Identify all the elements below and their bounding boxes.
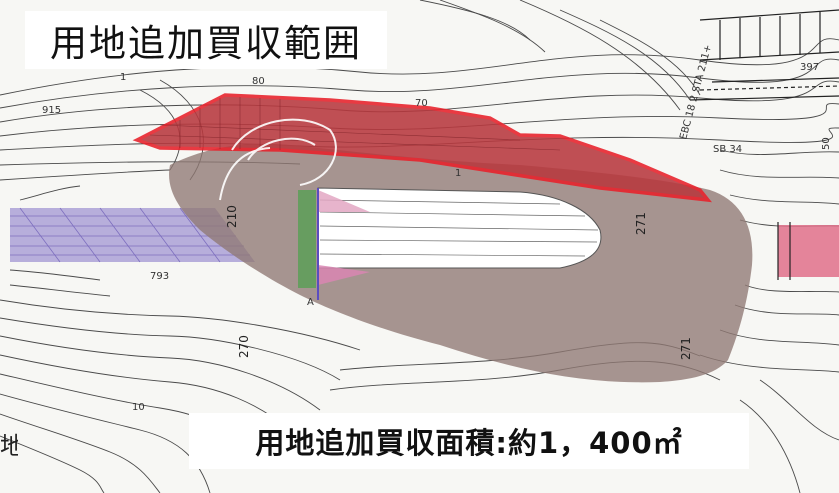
label-270: 270 [237, 335, 251, 358]
label-a: A [307, 297, 314, 308]
circular-structure [219, 118, 337, 201]
green-strip [298, 190, 316, 288]
label-210: 210 [225, 205, 239, 228]
label-271-bottom: 271 [679, 337, 693, 360]
label-1b: 1 [455, 168, 461, 179]
label-elev-915: 915 [42, 105, 61, 116]
label-elev-70: 70 [415, 98, 428, 109]
label-elev-80: 80 [252, 76, 265, 87]
label-10: 10 [132, 402, 145, 413]
label-397: 397 [800, 62, 819, 73]
left-edge-text: 地 [0, 432, 18, 460]
label-1a: 1 [120, 72, 126, 83]
pink-triangle-top [318, 190, 370, 212]
road-structure [689, 9, 839, 101]
acquisition-hatch [149, 97, 561, 151]
area-caption: 用地追加買収面積:約1，400㎡ [189, 413, 749, 469]
label-elev-793: 793 [150, 271, 169, 282]
label-50: 50 [821, 137, 832, 150]
map-title: 用地追加買収範囲 [25, 11, 387, 69]
road-cut-lines [319, 199, 599, 257]
label-271-top: 271 [634, 212, 648, 235]
label-sb34: SB 34 [713, 144, 742, 155]
pink-triangle-bottom [318, 265, 370, 285]
pink-band-right [778, 225, 839, 277]
